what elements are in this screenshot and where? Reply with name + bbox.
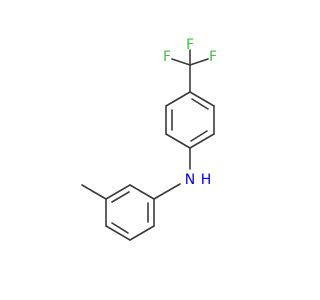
- ring2-bond-6: [129, 184, 155, 200]
- bond-methyl: [81, 184, 107, 200]
- ring2-double-3: [111, 191, 130, 203]
- ring1-bond-1: [189, 91, 215, 107]
- bond-c-f-left: [171, 58, 191, 66]
- bond-c-f-right: [189, 58, 209, 66]
- atom-nitrogen: N: [185, 172, 195, 188]
- bond-n-ring2: [153, 183, 181, 200]
- atom-fluorine-right: F: [209, 49, 217, 65]
- atom-fluorine-left: F: [163, 49, 171, 65]
- ring2-bond-3: [105, 225, 131, 241]
- atom-hydrogen: H: [201, 172, 212, 188]
- ring2-bond-2: [129, 225, 155, 241]
- structure-diagram: F F F N H: [81, 37, 217, 241]
- ring2-bond-5: [105, 184, 131, 200]
- molecule-canvas: F F F N H: [81, 37, 217, 241]
- ring1-bond-4: [165, 133, 191, 149]
- ring1-bond-6: [165, 91, 191, 107]
- atom-fluorine-top: F: [186, 37, 194, 53]
- ring1-double-1: [191, 98, 209, 110]
- ring1-double-2: [190, 130, 208, 142]
- ring2-double-2: [111, 222, 129, 234]
- ring1-bond-3: [189, 133, 215, 149]
